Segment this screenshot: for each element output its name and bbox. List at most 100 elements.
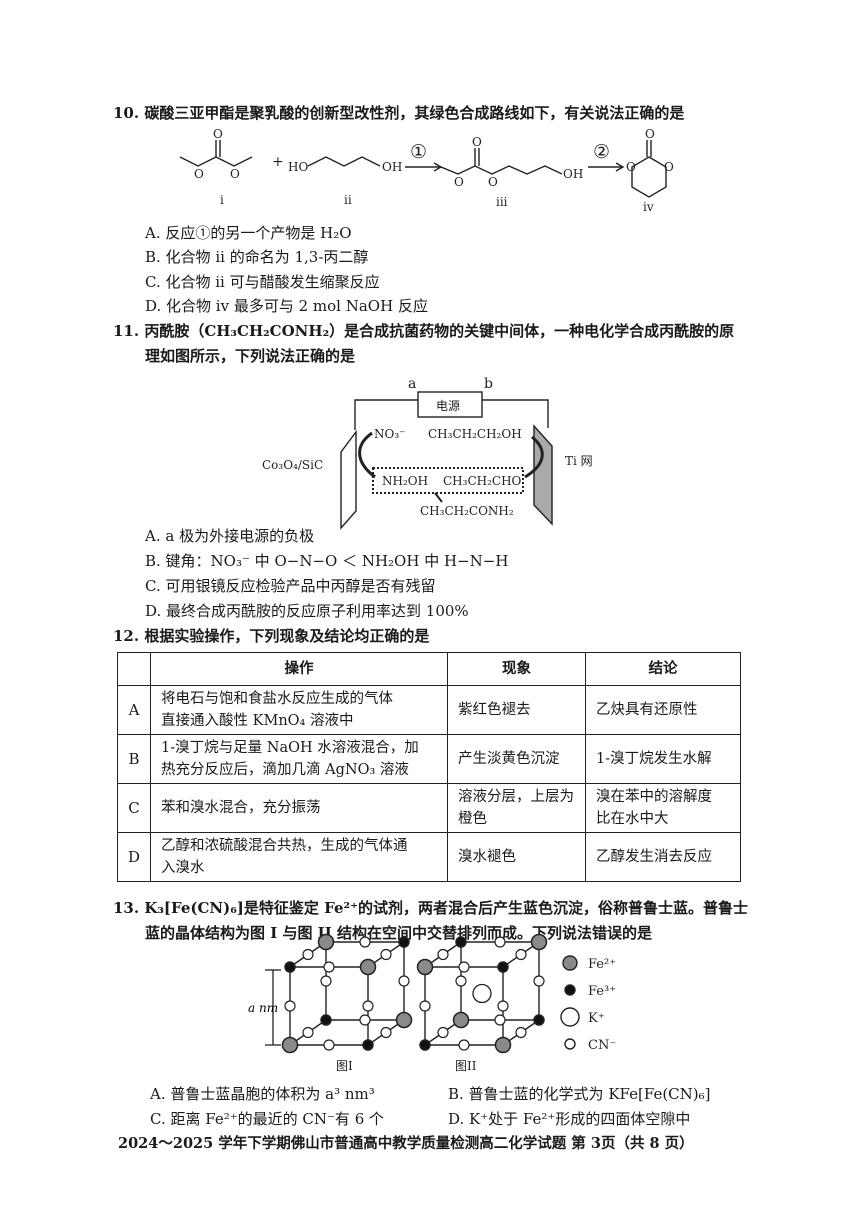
fe2-ion (317, 933, 335, 951)
label-iv: iv (643, 200, 654, 214)
conclusion-cell-line: 乙醇发生消去反应 (596, 849, 713, 865)
cn-ion (494, 1014, 506, 1026)
fe2-ion (395, 1011, 413, 1029)
cn-ion (455, 975, 467, 987)
q11-option-d: D. 最终合成丙酰胺的反应原子利用率达到 100% (145, 602, 469, 620)
label-i: i (220, 193, 224, 207)
cn-ion (320, 975, 332, 987)
row-key: B (116, 734, 152, 784)
phenomenon-cell-line: 橙色 (458, 811, 488, 827)
left-electrode-label: Co₃O₄/SiC (262, 458, 323, 472)
iv-o: O (645, 127, 655, 141)
q13-option-d: D. K⁺处于 Fe²⁺形成的四面体空隙中 (448, 1110, 691, 1128)
q10-stem: 10. 碳酸三亚甲酯是聚乳酸的创新型改性剂，其绿色合成路线如下，有关说法正确的是 (113, 104, 685, 122)
fig1-label: 图I (336, 1059, 353, 1073)
q10-option-c: C. 化合物 ii 可与醋酸发生缩聚反应 (145, 273, 380, 291)
nitrate-label: NO₃⁻ (374, 427, 405, 441)
conclusion-cell-line: 乙炔具有还原性 (596, 702, 698, 718)
fe2-ion (530, 933, 548, 951)
fe3-ion (419, 1039, 431, 1051)
q11-stem-line2: 理如图所示，下列说法正确的是 (145, 347, 356, 365)
operation-cell: 将电石与饱和食盐水反应生成的气体直接通入酸性 KMnO₄ 溶液中 (150, 685, 449, 735)
fe3-ion (533, 1014, 545, 1026)
conclusion-cell-line: 溴在苯中的溶解度 (596, 789, 713, 805)
cn-ion (359, 936, 371, 948)
cn-ion (458, 961, 470, 973)
cn-ion (497, 1000, 509, 1012)
cn-ion (515, 1026, 527, 1039)
label-iii: iii (496, 195, 508, 209)
legend-marker (562, 955, 578, 971)
legend-label: K⁺ (588, 1011, 605, 1026)
q11-option-a: A. a 极为外接电源的负极 (145, 527, 315, 545)
row-key: C (116, 783, 152, 833)
operation-cell: 苯和溴水混合，充分振荡 (150, 783, 449, 833)
ether-o: O (194, 167, 204, 181)
q13-option-a: A. 普鲁士蓝晶胞的体积为 a³ nm³ (150, 1085, 375, 1103)
phenomenon-cell-line: 紫红色褪去 (458, 702, 531, 718)
fe2-ion (359, 958, 377, 976)
right-electrode (533, 424, 553, 526)
cn-ion (380, 1026, 392, 1039)
row-key: A (116, 685, 152, 735)
power-label: 电源 (436, 399, 460, 413)
phenomenon-cell-line: 溴水褪色 (458, 849, 517, 865)
carbonyl-o: O (213, 127, 223, 141)
fe3-ion (497, 961, 509, 973)
cn-ion (323, 961, 335, 973)
fe3-ion (284, 961, 296, 973)
terminal-a: a (408, 376, 416, 392)
q10-reaction-scheme: O O O + HO OH ① O O O OH ② O O O i ii ii… (179, 127, 674, 214)
cn-ion (437, 1026, 449, 1039)
operation-cell-line: 乙醇和浓硫酸混合共热，生成的气体通 (161, 838, 408, 854)
phenomenon-cell-line: 溶液分层，上层为 (458, 789, 575, 805)
electrolysis-diagram: a b 电源 Co₃O₄/SiC Ti 网 NO₃⁻ CH₃CH₂CH₂OH N… (262, 376, 593, 530)
fe3-ion (320, 1014, 332, 1026)
operation-cell: 1-溴丁烷与足量 NaOH 水溶液混合，加热充分反应后，滴加几滴 AgNO₃ 溶… (150, 734, 449, 784)
conclusion-cell: 乙醇发生消去反应 (585, 832, 742, 882)
fe3-ion (398, 936, 410, 948)
q11-stem-line1: 11. 丙酰胺（CH₃CH₂CONH₂）是合成抗菌药物的关键中间体，一种电化学合… (113, 322, 735, 340)
header-key (116, 652, 152, 686)
cn-ion (284, 1000, 296, 1012)
q13-option-c: C. 距离 Fe²⁺的最近的 CN⁻有 6 个 (150, 1110, 385, 1128)
conclusion-cell-line: 比在水中大 (596, 811, 669, 827)
legend-label: Fe²⁺ (588, 957, 616, 972)
legend-marker (560, 1007, 580, 1027)
cn-ion (533, 975, 545, 987)
operation-cell-line: 1-溴丁烷与足量 NaOH 水溶液混合，加 (161, 740, 419, 756)
q13-option-b: B. 普鲁士蓝的化学式为 KFe[Fe(CN)₆] (448, 1085, 711, 1103)
q10-option-b: B. 化合物 ii 的命名为 1,3-丙二醇 (145, 248, 369, 266)
q12-stem: 12. 根据实验操作，下列现象及结论均正确的是 (113, 627, 430, 645)
operation-cell-line: 入溴水 (161, 860, 205, 876)
k-ion (472, 983, 492, 1004)
row-key: D (116, 832, 152, 882)
edge-label: a nm (248, 1001, 278, 1015)
cn-ion (398, 975, 410, 987)
conclusion-cell: 溴在苯中的溶解度比在水中大 (585, 783, 742, 833)
q10-option-d: D. 化合物 iv 最多可与 2 mol NaOH 反应 (145, 297, 428, 315)
hydroxylamine-label: NH₂OH (382, 474, 428, 488)
plus-sign: + (272, 154, 284, 170)
legend-marker (564, 1038, 576, 1050)
page-footer: 2024～2025 学年下学期佛山市普通高中教学质量检测高二化学试题 第 3页（… (118, 1135, 694, 1152)
legend-label: Fe³⁺ (588, 984, 616, 999)
step-1: ① (410, 141, 427, 163)
conclusion-cell-line: 1-溴丁烷发生水解 (596, 751, 712, 767)
q11-option-c: C. 可用银镜反应检验产品中丙醇是否有残留 (145, 577, 436, 595)
header-operation: 操作 (150, 652, 449, 686)
cn-ion (419, 1000, 431, 1012)
propanal-label: CH₃CH₂CHO (443, 474, 522, 488)
power-supply (417, 391, 483, 418)
cn-ion (302, 948, 314, 961)
fe2-ion (494, 1036, 512, 1054)
legend-marker (564, 984, 576, 996)
propanamide-label: CH₃CH₂CONH₂ (420, 504, 514, 518)
cn-ion (302, 1026, 314, 1039)
propanol-label: CH₃CH₂CH₂OH (428, 427, 522, 441)
operation-cell-line: 热充分反应后，滴加几滴 AgNO₃ 溶液 (161, 762, 409, 778)
reaction-zone (372, 467, 524, 494)
